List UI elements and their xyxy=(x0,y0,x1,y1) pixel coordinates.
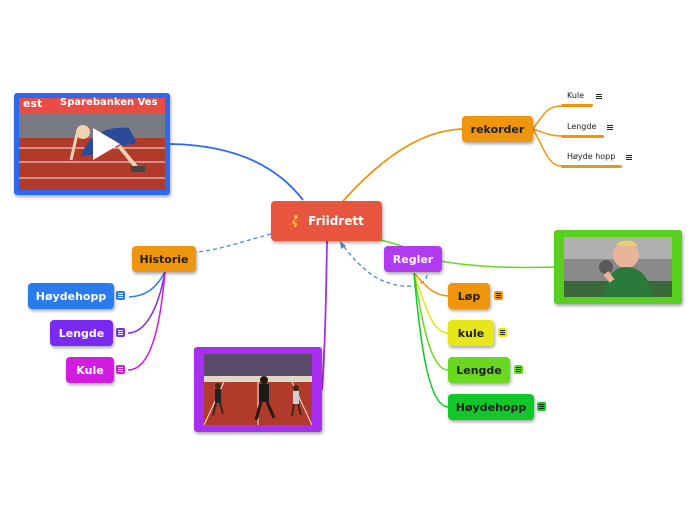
subtopic-historie-hoydehopp-label: Høydehopp xyxy=(35,289,107,303)
link-central-historie xyxy=(195,233,272,253)
notes-icon[interactable] xyxy=(605,123,614,132)
subtopic-rekorder-hoyde-hopp-label: Høyde hopp xyxy=(567,152,616,161)
subtopic-regler-lop[interactable]: Løp xyxy=(448,283,490,309)
runner-icon xyxy=(289,214,299,227)
link-central-rekorder xyxy=(342,128,464,202)
subtopic-rekorder-kule-underline xyxy=(561,104,593,107)
subtopic-historie-hoydehopp[interactable]: Høydehopp xyxy=(28,283,114,309)
notes-icon[interactable] xyxy=(594,92,603,101)
link-historie-hoydehopp xyxy=(128,271,166,298)
subtopic-historie-lengde-label: Lengde xyxy=(58,326,105,340)
subtopic-regler-lop-label: Løp xyxy=(457,289,481,303)
topic-rekorder-label: rekorder xyxy=(470,122,525,136)
image-sponsor-text: Sparebanken Ves xyxy=(60,97,158,108)
link-arrowhead xyxy=(340,241,346,249)
topic-regler[interactable]: Regler xyxy=(384,246,442,272)
subtopic-regler-kule-label: kule xyxy=(457,326,485,340)
notes-icon[interactable] xyxy=(116,328,125,337)
subtopic-regler-lengde-label: Lengde xyxy=(456,363,502,377)
topic-historie-label: Historie xyxy=(139,252,189,266)
subtopic-rekorder-hoyde-hopp-underline xyxy=(561,165,622,168)
shot-put-photo xyxy=(564,237,672,297)
link-rekorder-kule xyxy=(532,105,563,130)
notes-icon[interactable] xyxy=(498,328,507,337)
notes-icon[interactable] xyxy=(537,402,546,411)
topic-regler-label: Regler xyxy=(392,252,434,266)
link-historie-kule xyxy=(127,271,166,371)
link-regler-lop xyxy=(413,272,449,297)
link-central-sprinter-image xyxy=(169,143,304,201)
central-topic[interactable]: Friidrett xyxy=(271,201,382,241)
subtopic-rekorder-kule-label: Kule xyxy=(567,91,585,100)
link-historie-lengde xyxy=(127,271,166,334)
sprint-race-photo xyxy=(204,354,312,425)
subtopic-historie-kule[interactable]: Kule xyxy=(66,357,114,383)
link-rekorder-lengde xyxy=(532,128,563,137)
subtopic-rekorder-lengde[interactable]: Lengde xyxy=(567,122,596,132)
image-shot-put[interactable] xyxy=(554,230,682,304)
subtopic-historie-kule-label: Kule xyxy=(76,363,104,377)
link-regler-kule xyxy=(413,272,449,334)
central-topic-label: Friidrett xyxy=(308,214,364,228)
image-sprint-race[interactable] xyxy=(194,347,322,432)
notes-icon[interactable] xyxy=(116,365,125,374)
link-regler-hoydehopp xyxy=(413,272,449,408)
topic-rekorder[interactable]: rekorder xyxy=(462,116,533,142)
link-rekorder-hoyde-hopp xyxy=(532,128,563,167)
subtopic-rekorder-kule[interactable]: Kule xyxy=(567,91,584,101)
subtopic-historie-lengde[interactable]: Lengde xyxy=(50,320,113,346)
subtopic-rekorder-lengde-underline xyxy=(561,135,604,138)
subtopic-rekorder-lengde-label: Lengde xyxy=(567,122,597,131)
notes-icon[interactable] xyxy=(116,291,125,300)
link-regler-shotput-image xyxy=(439,260,555,269)
image-sprinter-start[interactable]: est Sparebanken Ves xyxy=(14,93,170,195)
notes-icon[interactable] xyxy=(514,365,523,374)
subtopic-regler-hoydehopp-label: Høydehopp xyxy=(455,400,527,414)
subtopic-regler-hoydehopp[interactable]: Høydehopp xyxy=(448,394,534,420)
play-icon[interactable] xyxy=(91,127,121,161)
subtopic-regler-kule[interactable]: kule xyxy=(448,320,494,346)
link-regler-lengde xyxy=(413,272,449,371)
subtopic-regler-lengde[interactable]: Lengde xyxy=(448,357,510,383)
subtopic-rekorder-hoyde-hopp[interactable]: Høyde hopp xyxy=(567,152,615,162)
sprinter-start-photo xyxy=(19,98,165,190)
notes-icon[interactable] xyxy=(624,153,633,162)
notes-icon[interactable] xyxy=(494,291,503,300)
image-banner-text: est xyxy=(23,97,43,110)
topic-historie[interactable]: Historie xyxy=(132,246,196,272)
link-central-sprint-image xyxy=(321,240,328,391)
